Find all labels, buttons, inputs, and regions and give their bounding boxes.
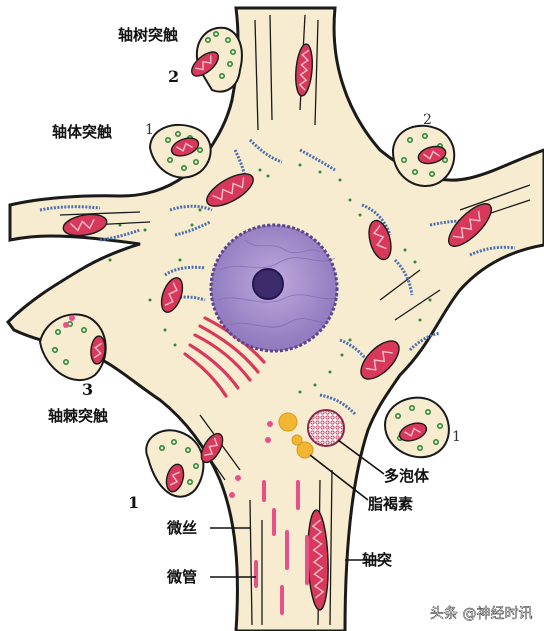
number-dendritic-2: 2: [168, 67, 179, 86]
number-somatic-1: 1: [145, 122, 154, 138]
golgi-apparatus: [183, 316, 266, 398]
label-axodendritic-synapse: 轴树突触: [118, 26, 178, 44]
label-multivesicular-body: 多泡体: [384, 467, 430, 485]
nucleolus: [252, 268, 284, 300]
cytoplasm-vesicles: [108, 163, 432, 394]
label-lipofuscin: 脂褐素: [368, 495, 413, 513]
mitochondria: [62, 43, 492, 611]
watermark: 头条 @神经时讯: [430, 605, 532, 622]
number-bottom-left-1: 1: [128, 493, 139, 512]
label-axon: 轴突: [362, 551, 392, 569]
multivesicular-body: [307, 409, 345, 447]
number-right-1: 1: [452, 429, 461, 445]
number-top-right-2: 2: [423, 112, 432, 128]
endoplasmic-reticulum: [39, 138, 516, 416]
label-pointers: [210, 439, 385, 578]
terminal-top-left: [195, 26, 243, 93]
label-axospinous-synapse: 轴棘突触: [48, 407, 108, 425]
axon-granules: [63, 315, 309, 615]
label-microfilament: 微丝: [166, 519, 197, 537]
nucleus: [209, 223, 339, 353]
label-axosomatic-synapse: 轴体突触: [52, 123, 112, 141]
label-microtubule: 微管: [166, 568, 197, 586]
synaptic-vesicles: [51, 30, 448, 487]
lipofuscin: [278, 412, 314, 459]
number-spinous-3: 3: [82, 380, 93, 399]
